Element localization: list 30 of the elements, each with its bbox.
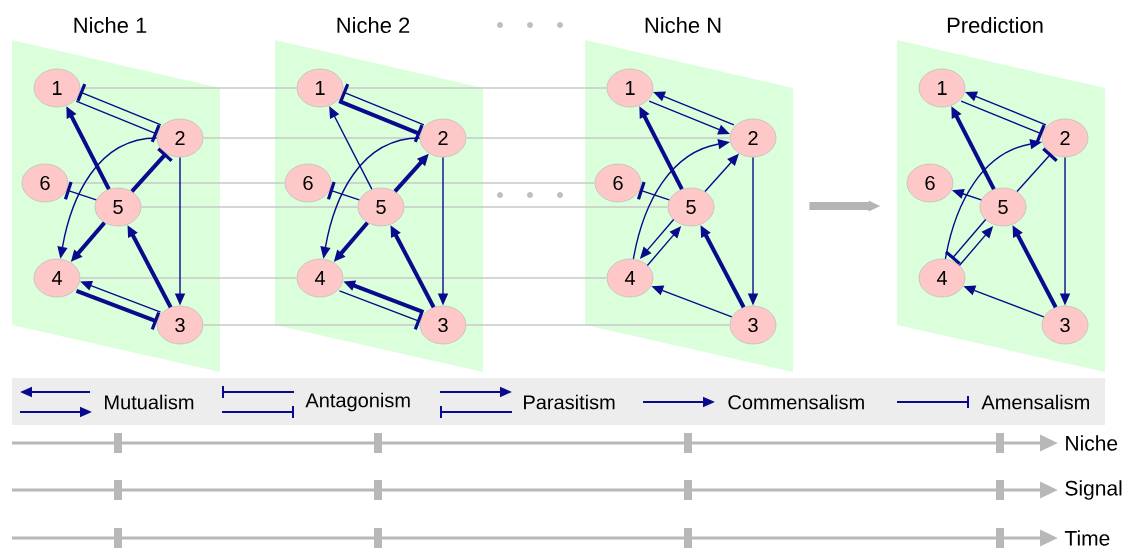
connector-line [202,324,421,326]
connector-line [342,87,608,89]
connector-line [67,182,286,184]
legend-label: Parasitism [524,394,615,410]
legend-label: Antagonism [305,392,410,412]
inhibition-line [76,83,162,126]
connector-line [342,277,608,279]
inhibition-line [339,83,425,126]
connector-line [140,206,359,208]
axis-label: Signal [1065,480,1122,500]
panel-title: Niche 1 [74,16,147,34]
connector-line [465,324,731,326]
panel-title: Niche 2 [337,16,410,34]
panel-title: Prediction [947,16,1043,34]
inhibition-line [130,147,173,193]
legend-label: Commensalism [728,394,864,410]
connector-line [79,87,298,89]
inhibition-line [75,100,161,143]
panel-title: Niche N [645,16,721,34]
connector-line [465,137,731,139]
legend-label: Mutualism [105,394,194,410]
inhibition-line [1016,147,1058,193]
connector-line [330,182,596,184]
connector-line [403,206,669,208]
axis-label: Time [1064,530,1110,546]
inhibition-line [338,99,424,143]
axis-label: Niche [1066,435,1118,451]
inhibition-line [960,100,1046,143]
connector-line [79,277,298,279]
legend-label: Amensalism [981,394,1089,410]
